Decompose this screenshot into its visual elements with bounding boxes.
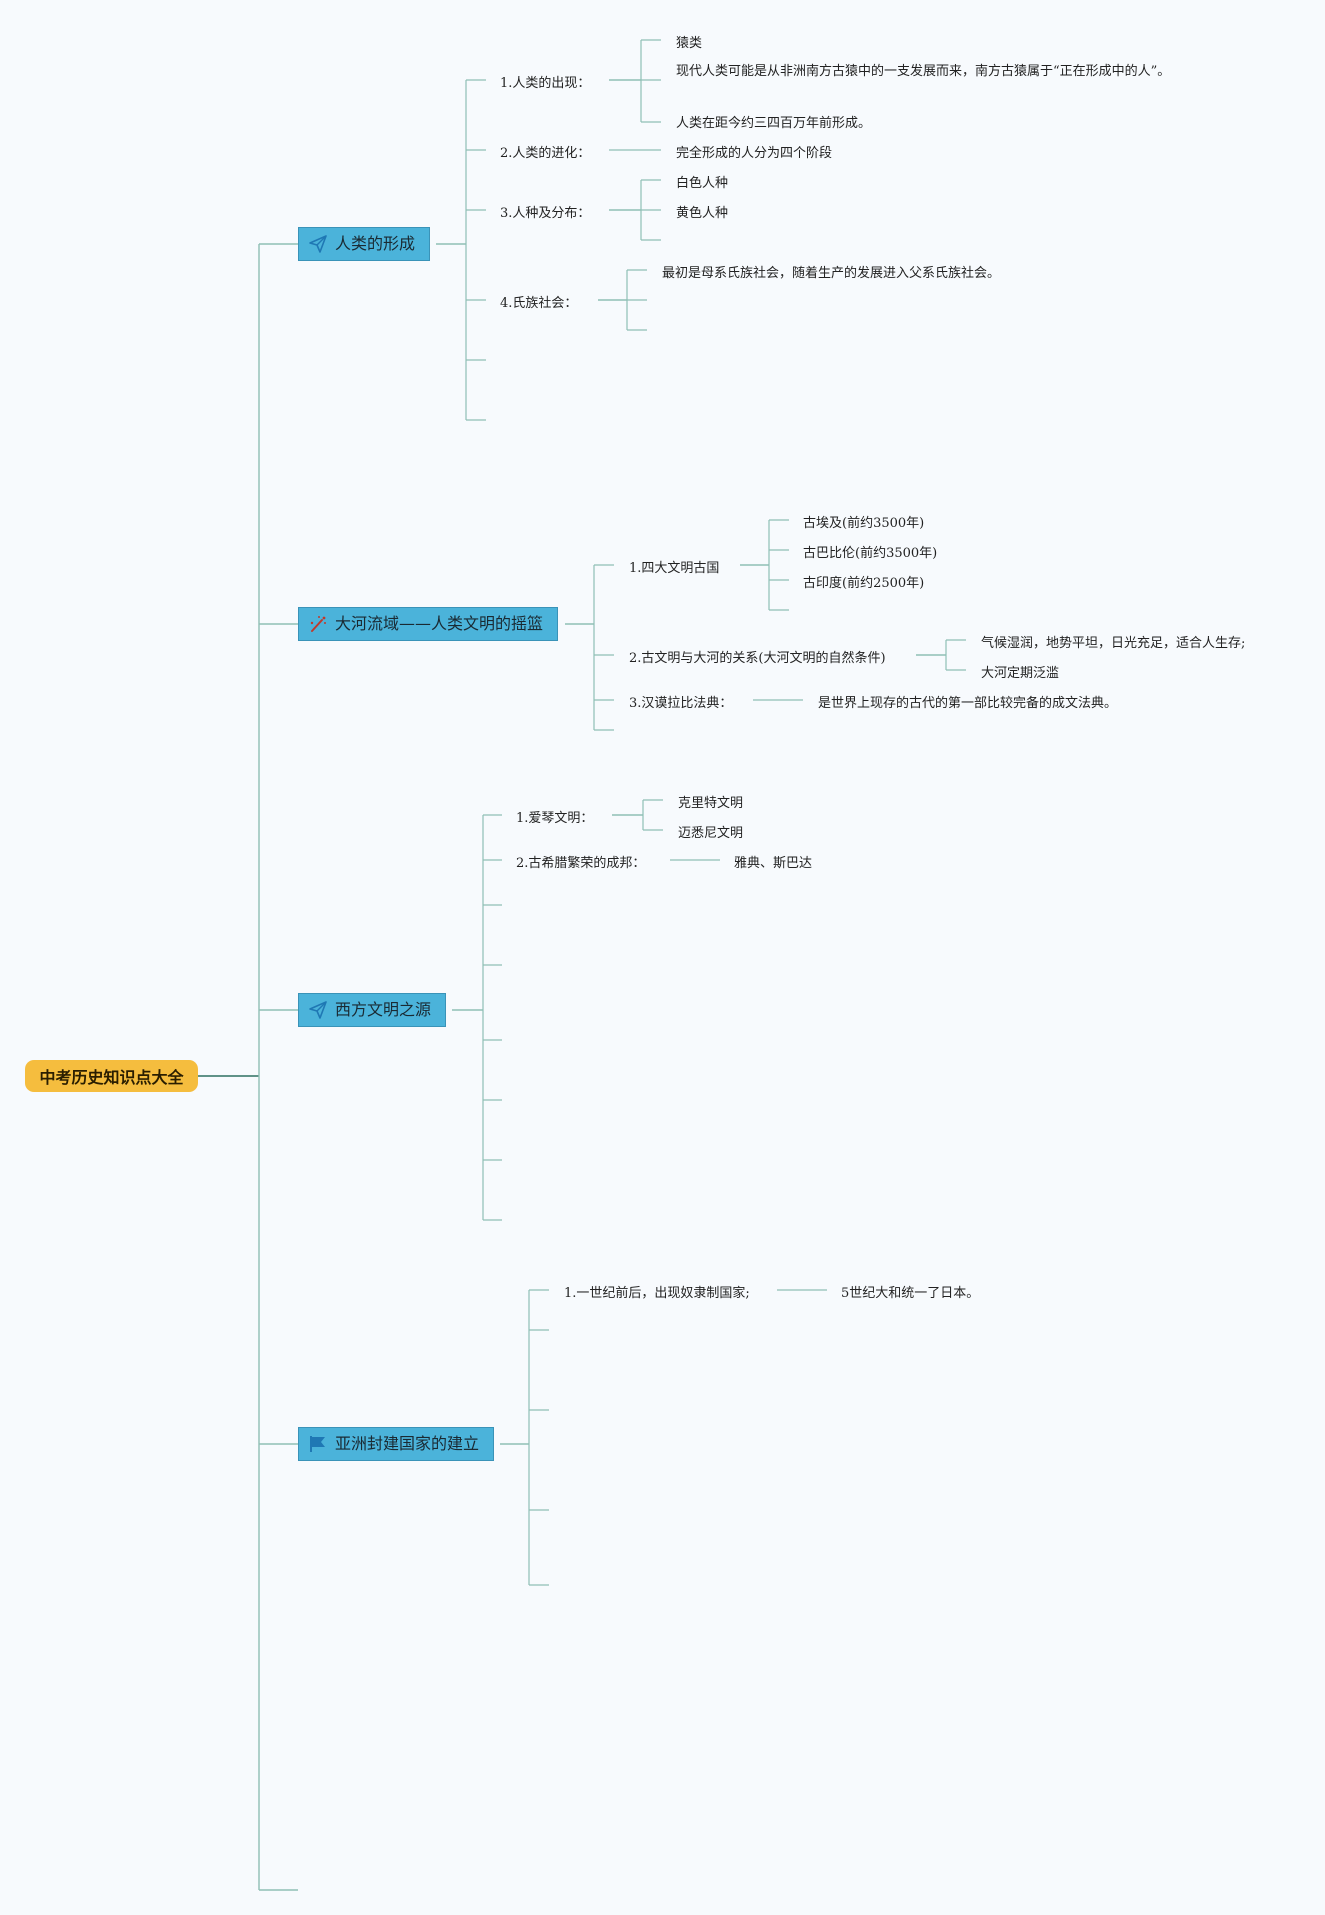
topic-human-formation[interactable]: 人类的形成 [298, 227, 431, 261]
leaf-australopithecus[interactable]: 现代人类可能是从非洲南方古猿中的一支发展而来，南方古猿属于“正在形成中的人”。 [676, 64, 1171, 79]
leaf-yellow-race[interactable]: 黄色人种 [676, 206, 729, 221]
leaf-apes[interactable]: 猿类 [676, 36, 703, 51]
subtopic-clan-society[interactable]: 4.氏族社会： [500, 296, 578, 311]
subtopic-code-of-hammurabi[interactable]: 3.汉谟拉比法典： [629, 696, 733, 711]
magic-wand-icon [310, 616, 326, 632]
leaf-ancient-india[interactable]: 古印度(前约2500年) [803, 576, 925, 591]
leaf-yamato-japan[interactable]: 5世纪大和统一了日本。 [841, 1286, 980, 1301]
subtopic-human-appearance[interactable]: 1.人类的出现： [500, 76, 591, 91]
leaf-flooding[interactable]: 大河定期泛滥 [981, 666, 1060, 681]
leaf-mycenae[interactable]: 迈悉尼文明 [678, 826, 744, 841]
leaf-white-race[interactable]: 白色人种 [676, 176, 729, 191]
subtopic-slave-states[interactable]: 1.一世纪前后，出现奴隶制国家; [564, 1286, 750, 1301]
leaf-climate[interactable]: 气候湿润，地势平坦，日光充足，适合人生存; [981, 636, 1246, 651]
leaf-code-description[interactable]: 是世界上现存的古代的第一部比较完备的成文法典。 [818, 696, 1118, 711]
leaf-four-stages[interactable]: 完全形成的人分为四个阶段 [676, 146, 833, 161]
topic-asian-feudal-states[interactable]: 亚洲封建国家的建立 [298, 1427, 495, 1461]
topic-western-civilization[interactable]: 西方文明之源 [298, 993, 447, 1027]
leaf-matrilineal[interactable]: 最初是母系氏族社会，随着生产的发展进入父系氏族社会。 [662, 266, 1001, 281]
subtopic-four-ancient-civilizations[interactable]: 1.四大文明古国 [629, 561, 720, 576]
topic-label: 亚洲封建国家的建立 [335, 1434, 480, 1453]
subtopic-civilization-and-rivers[interactable]: 2.古文明与大河的关系(大河文明的自然条件) [629, 651, 886, 666]
leaf-crete[interactable]: 克里特文明 [678, 796, 744, 811]
subtopic-races[interactable]: 3.人种及分布： [500, 206, 591, 221]
topic-label: 西方文明之源 [335, 1000, 432, 1019]
subtopic-aegean-civilization[interactable]: 1.爱琴文明： [516, 811, 594, 826]
leaf-ancient-egypt[interactable]: 古埃及(前约3500年) [803, 516, 925, 531]
subtopic-human-evolution[interactable]: 2.人类的进化： [500, 146, 591, 161]
paper-plane-icon [309, 1001, 327, 1019]
paper-plane-icon [309, 235, 327, 253]
leaf-formation-time[interactable]: 人类在距今约三四百万年前形成。 [676, 116, 872, 131]
topic-label: 人类的形成 [335, 234, 416, 253]
leaf-babylon[interactable]: 古巴比伦(前约3500年) [803, 546, 938, 561]
topic-label: 大河流域——人类文明的摇篮 [335, 614, 544, 633]
leaf-athens-sparta[interactable]: 雅典、斯巴达 [734, 856, 813, 871]
flag-icon [310, 1436, 325, 1452]
topic-river-civilizations[interactable]: 大河流域——人类文明的摇篮 [298, 607, 559, 641]
subtopic-greek-city-states[interactable]: 2.古希腊繁荣的成邦： [516, 856, 646, 871]
root-node[interactable]: 中考历史知识点大全 [25, 1060, 198, 1092]
